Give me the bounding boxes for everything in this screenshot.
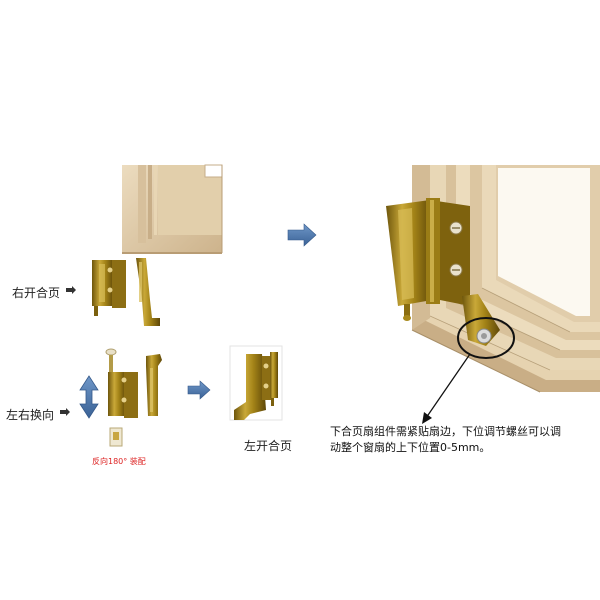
callout-arrowhead <box>422 412 432 424</box>
adjust-screw-callout <box>457 317 515 359</box>
rotate-assembly-label: 反向180° 装配 <box>92 457 146 466</box>
left-hinge-assembled <box>229 345 283 421</box>
right-hinge-label: 右开合页 <box>12 286 61 300</box>
swap-hinge-parts <box>105 348 162 447</box>
swap-direction-label: 左右换向 <box>6 408 55 422</box>
small-window-frame <box>122 164 223 254</box>
adjustment-note-line2: 动整个窗扇的上下位置0-5mm。 <box>330 441 491 454</box>
arrow-right-blue-icon <box>287 223 317 247</box>
arrow-right-blue-icon <box>187 380 211 400</box>
right-hinge-parts <box>92 258 160 326</box>
callout-pointer <box>425 353 471 419</box>
large-hinge-mounted <box>386 198 500 346</box>
arrow-right-small-icon <box>66 286 76 294</box>
left-hinge-label: 左开合页 <box>244 439 293 453</box>
arrow-right-small-icon <box>60 408 70 416</box>
adjustment-note-line1: 下合页扇组件需紧贴扇边，下位调节螺丝可以调 <box>330 425 561 438</box>
arrow-up-down-blue-icon <box>79 375 99 419</box>
adjustment-note: 下合页扇组件需紧贴扇边，下位调节螺丝可以调 动整个窗扇的上下位置0-5mm。 <box>330 424 561 456</box>
